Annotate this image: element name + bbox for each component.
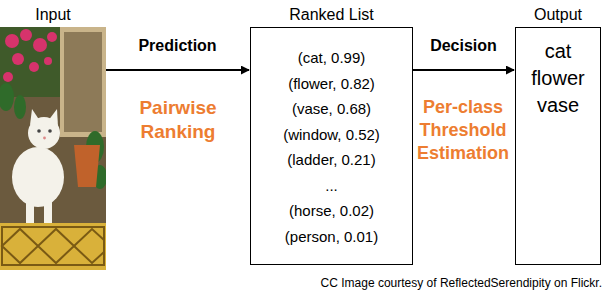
- box-frame: (cat, 0.99)(flower, 0.82)(vase, 0.68)(wi…: [250, 27, 413, 265]
- input-image: Input: [0, 3, 106, 270]
- window-pane: [64, 32, 102, 132]
- ranked-entry: (cat, 0.99): [257, 45, 406, 71]
- method-label: Pairwise Ranking: [118, 96, 238, 144]
- flowers: [3, 29, 57, 82]
- cat: [12, 109, 64, 227]
- heading: Input: [0, 3, 106, 27]
- method-label: Per-class Threshold Estimation: [414, 96, 512, 165]
- step-label: Prediction: [136, 37, 218, 55]
- ranked-list-box: Ranked List(cat, 0.99)(flower, 0.82)(vas…: [250, 3, 413, 265]
- cat-face: [37, 129, 52, 139]
- output-label: flower: [522, 65, 594, 92]
- cat-photo: [0, 27, 106, 270]
- output-label: cat: [522, 38, 594, 65]
- box-frame: catflowervase: [515, 27, 601, 265]
- step-label: Decision: [428, 37, 499, 55]
- flow-arrow: [413, 69, 514, 71]
- vase: [74, 145, 100, 187]
- flow-arrow: [106, 69, 249, 71]
- heading: Ranked List: [250, 3, 413, 27]
- image-frame: [0, 27, 106, 270]
- ranked-entry: (ladder, 0.21): [257, 147, 406, 173]
- ranked-entry: (person, 0.01): [257, 224, 406, 250]
- photo-ground: [0, 27, 106, 270]
- output-label: vase: [522, 92, 594, 119]
- ranked-entry: (window, 0.52): [257, 122, 406, 148]
- window: [60, 27, 106, 137]
- ranked-entry: (horse, 0.02): [257, 198, 406, 224]
- heading: Output: [515, 3, 601, 27]
- ranked-entry: (vase, 0.68): [257, 96, 406, 122]
- ranked-entry: (flower, 0.82): [257, 71, 406, 97]
- fence: [0, 223, 106, 270]
- ranked-entry: ...: [257, 173, 406, 199]
- fence-lattice: [2, 227, 104, 265]
- image-credit: CC Image courtesy of ReflectedSerendipit…: [290, 276, 602, 291]
- output-box: Outputcatflowervase: [515, 3, 601, 265]
